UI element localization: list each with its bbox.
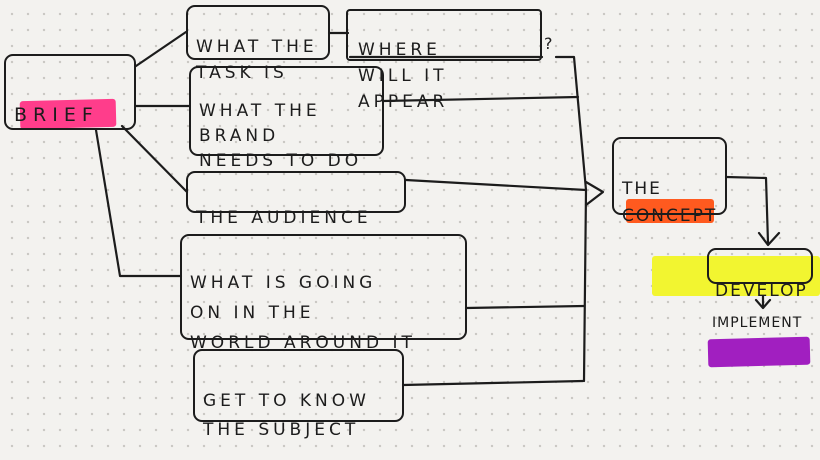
where-label: WHERE WILL IT APPEAR bbox=[358, 40, 449, 112]
question-mark: ? bbox=[544, 34, 556, 53]
brand-label: WHAT THE BRAND NEEDS TO DO bbox=[199, 101, 363, 171]
develop-label: DEVELOP bbox=[715, 281, 808, 301]
implement-highlight bbox=[707, 336, 811, 368]
world-label: WHAT IS GOING ON IN THE WORLD AROUND IT bbox=[190, 273, 416, 353]
audience-label: THE AUDIENCE bbox=[196, 208, 372, 228]
brief-label: BRIEF bbox=[14, 104, 99, 126]
audience-box: THE AUDIENCE bbox=[186, 171, 406, 228]
concept-label: THE CONCEPT bbox=[622, 179, 718, 226]
subject-box: GET TO KNOW THE SUBJECT bbox=[193, 349, 404, 440]
concept-box: THE CONCEPT bbox=[612, 137, 727, 226]
where-box: WHERE WILL IT APPEAR bbox=[346, 9, 542, 112]
develop-box: DEVELOP bbox=[707, 248, 813, 301]
brand-box: WHAT THE BRAND NEEDS TO DO bbox=[189, 66, 384, 171]
implement-label: IMPLEMENT bbox=[712, 315, 803, 331]
subject-label: GET TO KNOW THE SUBJECT bbox=[203, 391, 370, 440]
world-box: WHAT IS GOING ON IN THE WORLD AROUND IT bbox=[180, 234, 467, 353]
brief-box: BRIEF bbox=[4, 54, 136, 130]
develop-highlight bbox=[652, 256, 820, 296]
task-label: WHAT THE TASK IS bbox=[196, 37, 318, 83]
task-box: WHAT THE TASK IS bbox=[186, 5, 330, 83]
concept-highlight bbox=[626, 199, 714, 223]
